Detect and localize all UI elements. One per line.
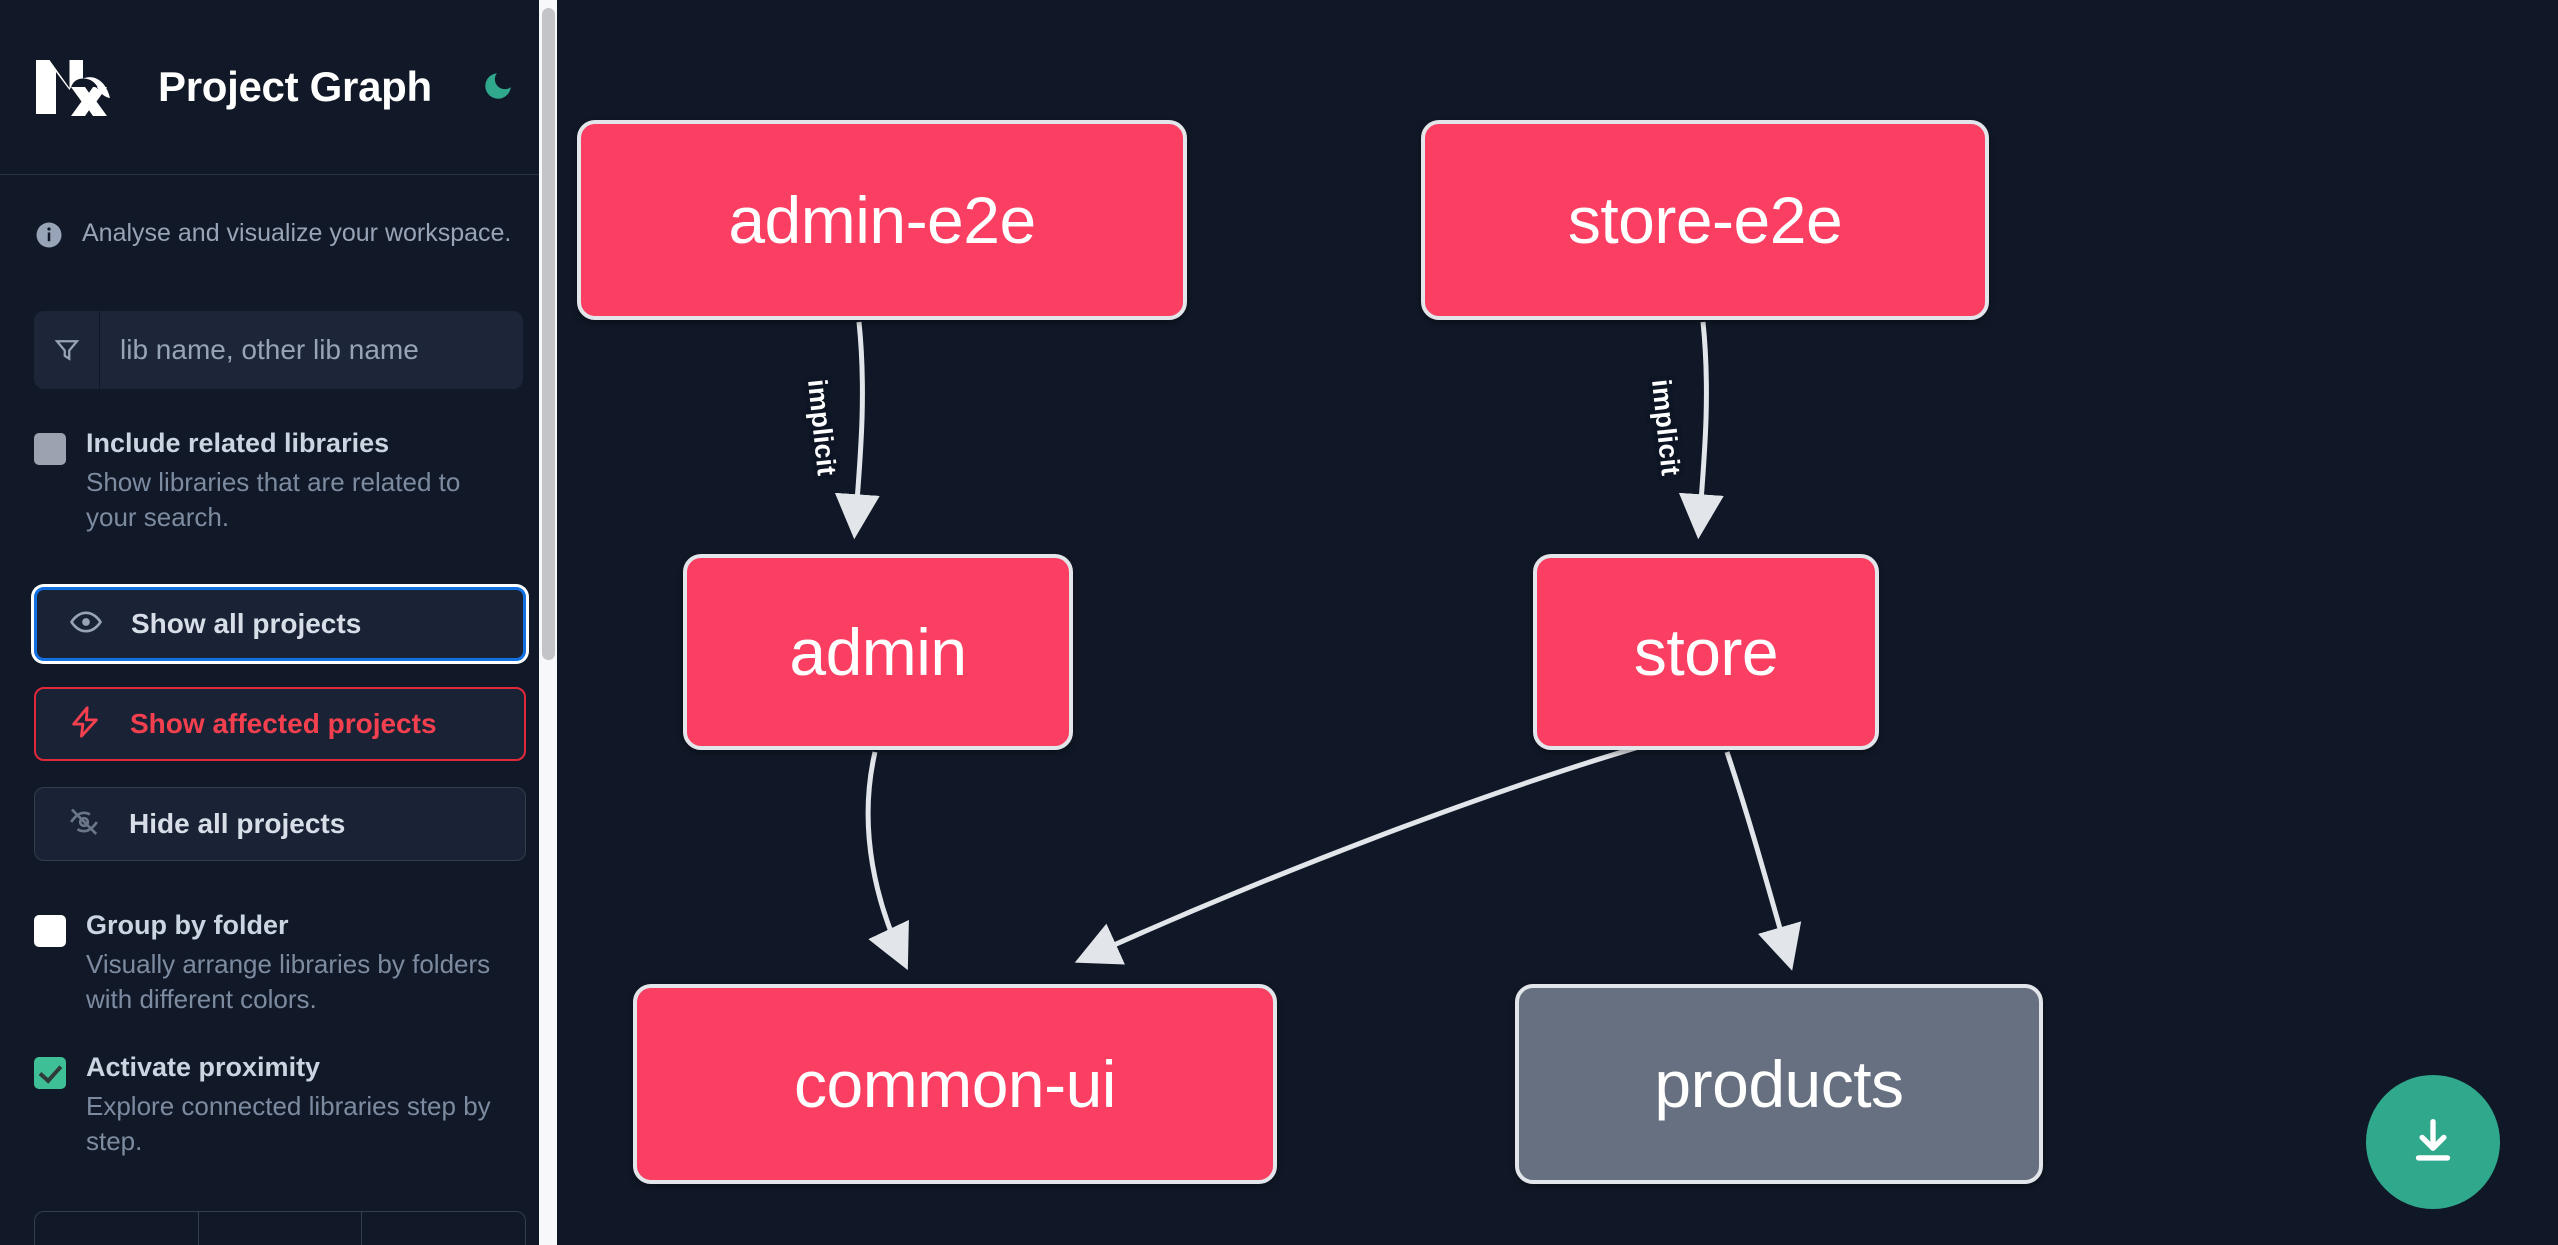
sidebar-scrollbar[interactable] [539, 0, 557, 1245]
group-by-folder-checkbox[interactable] [34, 914, 66, 947]
edge-store-to-common-ui [1074, 737, 1664, 965]
graph-node-store[interactable]: store [1533, 554, 1879, 750]
graph-node-common-ui[interactable]: common-ui [633, 984, 1277, 1184]
edge-store-to-products [1724, 751, 1802, 971]
nx-logo-icon [34, 58, 120, 116]
activate-proximity-label: Activate proximity [86, 1051, 321, 1082]
node-label: admin-e2e [728, 183, 1036, 257]
show-affected-projects-label: Show affected projects [130, 707, 437, 739]
page-title: Project Graph [158, 63, 432, 110]
graph-canvas[interactable]: admin-e2e store-e2e admin store common-u… [557, 0, 2558, 1245]
graph-node-admin[interactable]: admin [683, 554, 1073, 750]
funnel-icon [34, 311, 100, 389]
node-label: store [1633, 615, 1779, 689]
include-related-libraries-checkbox[interactable] [34, 433, 66, 465]
group-by-folder-label: Group by folder [86, 909, 289, 940]
proximity-segmented-control[interactable] [34, 1211, 526, 1245]
workspace-info: Analyse and visualize your workspace. [34, 175, 523, 265]
graph-node-admin-e2e[interactable]: admin-e2e [577, 120, 1187, 320]
show-all-projects-button[interactable]: Show all projects [34, 586, 526, 661]
show-all-projects-label: Show all projects [131, 607, 362, 639]
checkbox-group-by-folder[interactable]: Group by folder Visually arrange librari… [34, 909, 523, 1017]
download-graph-button[interactable] [2366, 1075, 2500, 1209]
eye-off-icon [67, 805, 101, 842]
sidebar-body: Analyse and visualize your workspace. In… [0, 175, 557, 1159]
activate-proximity-checkbox[interactable] [34, 1056, 66, 1089]
edge-admin-to-common-ui [865, 751, 909, 971]
segment-1[interactable] [35, 1212, 199, 1245]
graph-node-products[interactable]: products [1515, 984, 2043, 1184]
hide-all-projects-button[interactable]: Hide all projects [34, 786, 526, 861]
sidebar-header: Project Graph [0, 0, 557, 175]
eye-icon [69, 605, 103, 642]
spacer [34, 535, 523, 561]
segment-3[interactable] [362, 1212, 525, 1245]
moon-icon [481, 69, 515, 106]
show-affected-projects-button[interactable]: Show affected projects [34, 686, 526, 761]
info-circle-icon [34, 220, 64, 255]
graph-node-store-e2e[interactable]: store-e2e [1421, 120, 1989, 320]
lightning-icon [68, 705, 102, 742]
edge-admin-e2e-to-admin [834, 321, 880, 540]
checkbox-include-related-libraries[interactable]: Include related libraries Show libraries… [34, 427, 523, 535]
node-label: common-ui [794, 1047, 1116, 1121]
filter-bar [34, 311, 523, 389]
activate-proximity-description: Explore connected libraries step by step… [86, 1090, 491, 1156]
hide-all-projects-label: Hide all projects [129, 807, 346, 839]
node-label: admin [789, 615, 967, 689]
segment-2[interactable] [199, 1212, 363, 1245]
graph-edges [834, 321, 1802, 971]
node-label: store-e2e [1567, 183, 1843, 257]
search-input[interactable] [100, 311, 523, 389]
workspace-info-text: Analyse and visualize your workspace. [82, 219, 512, 247]
group-by-folder-description: Visually arrange libraries by folders wi… [86, 948, 491, 1014]
edge-store-e2e-to-store [1678, 321, 1724, 540]
checkbox-activate-proximity[interactable]: Activate proximity Explore connected lib… [34, 1051, 523, 1159]
include-related-libraries-label: Include related libraries [86, 428, 390, 458]
download-icon [2404, 1112, 2462, 1173]
sidebar-scrollbar-thumb[interactable] [542, 8, 555, 660]
theme-toggle-button[interactable] [474, 62, 523, 112]
sidebar: Project Graph Analyse and visualize your… [0, 0, 557, 1245]
include-related-libraries-description: Show libraries that are related to your … [86, 466, 461, 532]
node-label: products [1654, 1047, 1904, 1121]
